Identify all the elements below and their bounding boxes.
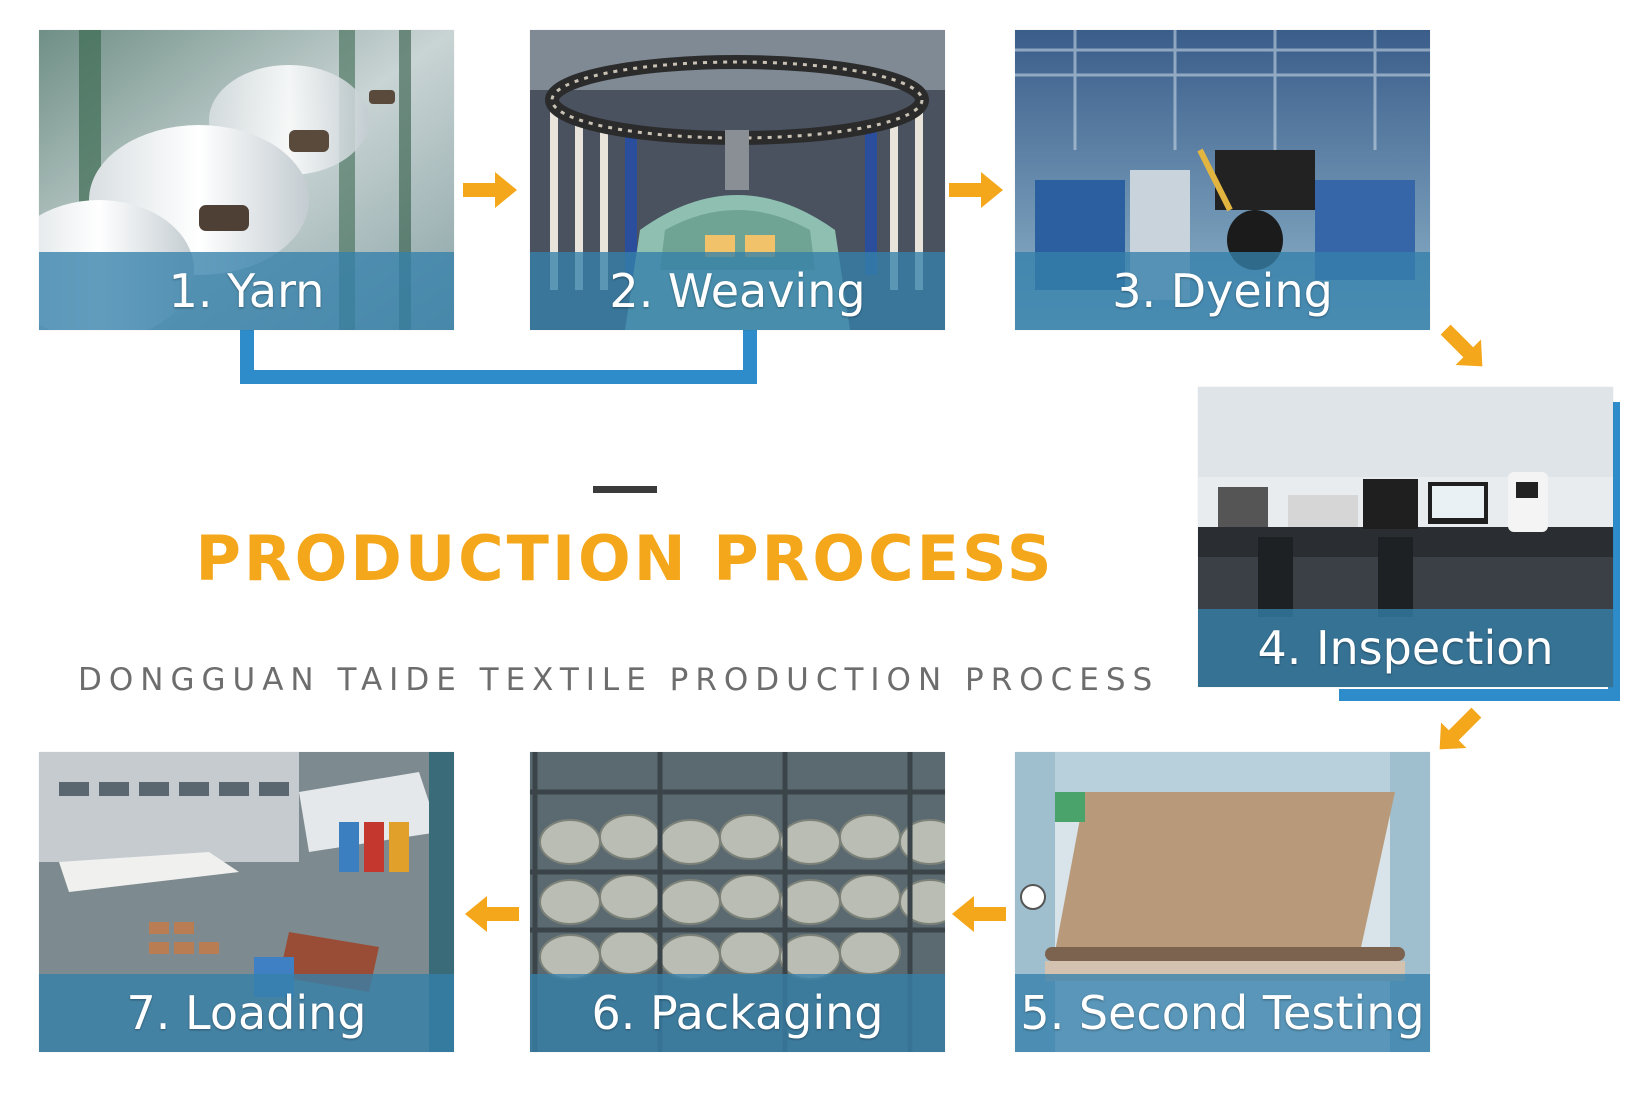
step-label-yarn: 1. Yarn <box>39 252 454 330</box>
title-dash-divider <box>593 486 657 493</box>
arrow-left-icon <box>952 896 1006 932</box>
step-card-yarn: 1. Yarn <box>39 30 454 330</box>
step-label-dyeing: 3. Dyeing <box>1015 252 1430 330</box>
step-label-inspection: 4. Inspection <box>1198 609 1613 687</box>
arrow-down-right-icon <box>1440 324 1483 367</box>
step-card-loading: 7. Loading <box>39 752 454 1052</box>
step-card-second-testing: 5. Second Testing <box>1015 752 1430 1052</box>
step-card-dyeing: 3. Dyeing <box>1015 30 1430 330</box>
packaging-photo <box>530 752 945 1052</box>
page-subtitle: DONGGUAN TAIDE TEXTILE PRODUCTION PROCES… <box>78 662 1160 698</box>
step-label-loading: 7. Loading <box>39 974 454 1052</box>
arrow-right-icon <box>949 172 1003 208</box>
page-title: PRODUCTION PROCESS <box>195 522 1055 595</box>
arrow-left-icon <box>465 896 519 932</box>
arrow-right-icon <box>463 172 517 208</box>
step-label-packaging: 6. Packaging <box>530 974 945 1052</box>
step-card-packaging: 6. Packaging <box>530 752 945 1052</box>
step-card-inspection: 4. Inspection <box>1198 387 1613 687</box>
arrow-down-left-icon <box>1439 707 1482 750</box>
step-card-weaving: 2. Weaving <box>530 30 945 330</box>
step-label-weaving: 2. Weaving <box>530 252 945 330</box>
step-label-second-testing: 5. Second Testing <box>1015 974 1430 1052</box>
